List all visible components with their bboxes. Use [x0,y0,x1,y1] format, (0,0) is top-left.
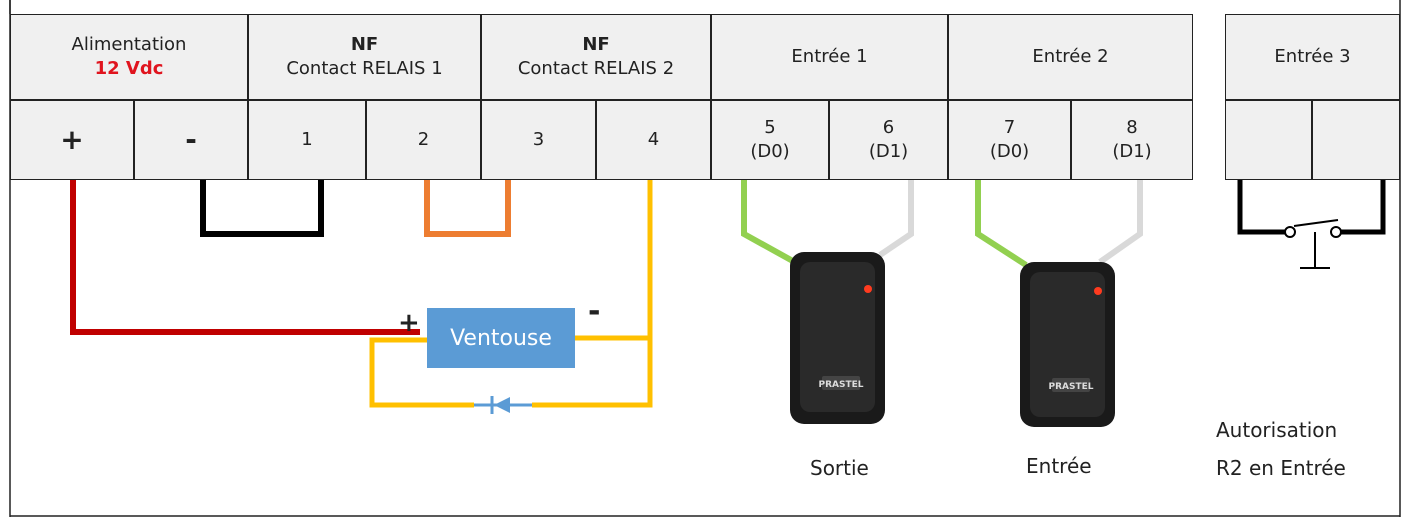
header-relais-2: NF Contact RELAIS 2 [481,14,711,100]
entree3-label: Entrée 3 [1274,46,1351,67]
terminal-6: 6 (D1) [829,100,948,180]
wire-grey-8 [1098,180,1143,265]
label-sortie: Sortie [810,456,869,480]
ventouse-minus-sign: - [588,294,601,329]
terminal-10 [1312,100,1400,180]
terminal-1-label: 1 [301,129,313,150]
terminal-minus: - [134,100,248,180]
header-alimentation: Alimentation 12 Vdc [10,14,248,100]
terminal-minus-label: - [185,123,197,156]
label-entree: Entrée [1026,454,1092,478]
relais2-label: Contact RELAIS 2 [517,58,675,79]
terminal-7: 7 (D0) [948,100,1071,180]
entree1-label: Entrée 1 [791,46,868,67]
card-reader-sortie: PRASTEL [790,252,885,424]
terminal-1: 1 [248,100,366,180]
terminal-5-number: 5 [764,117,776,138]
terminal-5: 5 (D0) [711,100,829,180]
terminal-3: 3 [481,100,596,180]
terminal-2: 2 [366,100,481,180]
terminal-4: 4 [596,100,711,180]
terminal-4-label: 4 [647,129,660,150]
wire-green-7 [975,180,1028,268]
header-entree-1: Entrée 1 [711,14,948,100]
header-entree-2: Entrée 2 [948,14,1193,100]
wire-yellow-ventouse-plus [369,337,474,408]
label-r2-entree: R2 en Entrée [1216,456,1346,480]
terminal-2-label: 2 [417,129,430,150]
terminal-6-number: 6 [882,117,895,138]
label-autorisation: Autorisation [1216,418,1338,442]
push-button-icon [1237,178,1386,269]
relais1-nf: NF [350,34,379,55]
entree2-label: Entrée 2 [1032,46,1109,67]
alimentation-label: Alimentation [71,34,187,55]
terminal-7-number: 7 [1003,117,1016,138]
terminal-3-label: 3 [532,129,545,150]
wire-grey-6 [878,180,914,258]
ventouse-box: Ventouse [427,308,575,368]
terminal-9 [1225,100,1312,180]
terminal-8-signal: (D1) [1112,141,1152,162]
reader-brand-1: PRASTEL [819,380,864,390]
card-reader-entree: PRASTEL [1020,262,1115,427]
wire-yellow-4 [532,180,653,408]
terminal-8: 8 (D1) [1071,100,1193,180]
wire-black-jumper [200,180,324,237]
terminal-8-number: 8 [1126,117,1138,138]
reader-brand-2: PRASTEL [1049,382,1094,392]
relais1-label: Contact RELAIS 1 [286,58,443,79]
diode-icon [474,396,532,414]
header-relais-1: NF Contact RELAIS 1 [248,14,481,100]
wire-red-plus [70,180,420,335]
terminal-5-signal: (D0) [750,141,790,162]
header-entree-3: Entrée 3 [1225,14,1400,100]
terminal-plus: + [10,100,134,180]
wire-green-5 [741,180,802,268]
terminal-6-signal: (D1) [868,141,909,162]
relais2-nf: NF [582,34,610,55]
ventouse-plus-sign: + [398,308,420,338]
terminal-7-signal: (D0) [989,141,1030,162]
ventouse-label: Ventouse [450,325,552,351]
terminal-plus-label: + [60,123,84,156]
wire-orange-jumper [424,180,511,237]
voltage-label: 12 Vdc [94,58,164,79]
